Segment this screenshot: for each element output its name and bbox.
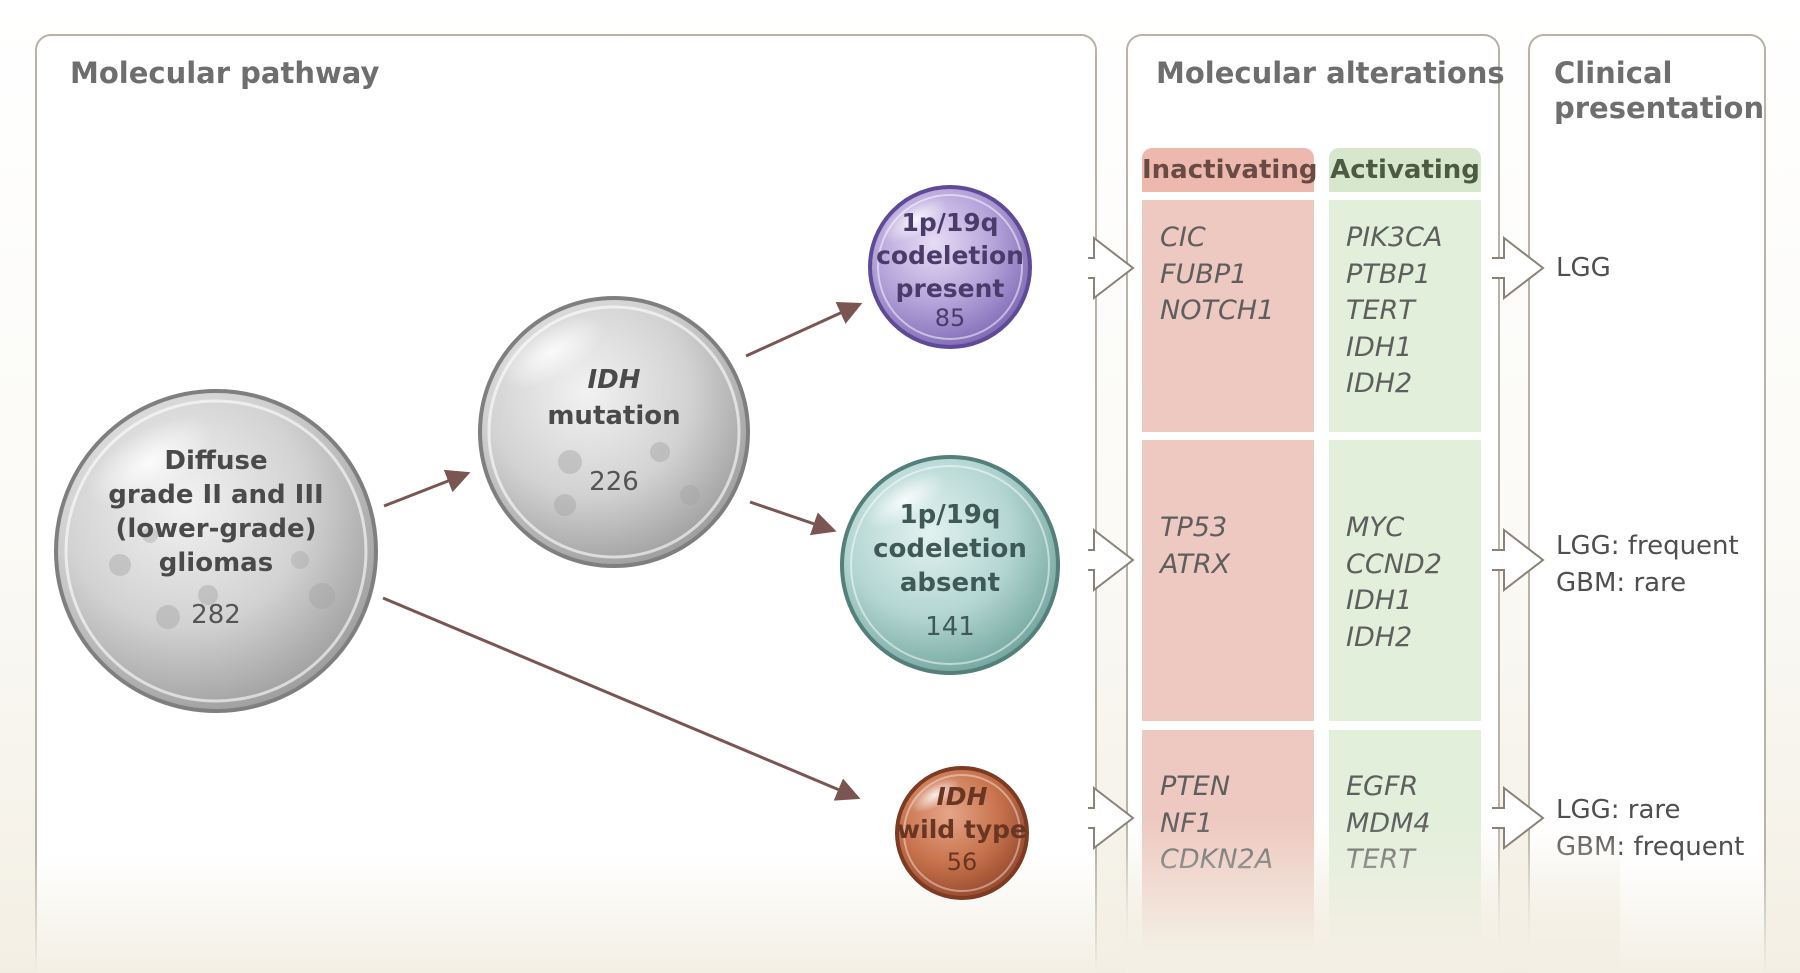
idh-mutation-count: 226 [589, 467, 639, 497]
codeletion-absent-count: 141 [925, 612, 975, 642]
diffuse-line3: (lower-grade) [115, 514, 317, 544]
activating-genes-2: MYC CCND2 IDH1 IDH2 [1346, 510, 1442, 656]
codeletion-present-line2: codeletion [876, 241, 1024, 270]
codeletion-absent-label: 1p/19q codeletion absent 141 [860, 498, 1040, 644]
inactivating-header: Inactivating [1142, 148, 1317, 192]
input-arrow-1 [1088, 235, 1135, 301]
gene: FUBP1 [1160, 258, 1248, 290]
inactivating-genes-2: TP53 ATRX [1160, 510, 1230, 583]
idh-mutation-label: IDH mutation 226 [514, 362, 714, 500]
clinical-text: LGG [1556, 253, 1611, 283]
diffuse-glioma-node [54, 389, 378, 713]
gene: PTBP1 [1346, 258, 1431, 290]
gene: PTEN [1160, 771, 1231, 802]
input-arrows [1088, 235, 1135, 851]
clinical-row-2: LGG: frequent GBM: rare [1556, 528, 1739, 602]
pathway-title: Molecular pathway [70, 56, 380, 90]
gene: IDH2 [1346, 621, 1413, 653]
gene: ATRX [1160, 548, 1231, 580]
clinical-title-line1: Clinical [1554, 56, 1673, 90]
clinical-title: Clinical presentation [1554, 56, 1764, 126]
inactivating-cell-2 [1142, 440, 1314, 721]
codeletion-present-line3: present [895, 274, 1005, 303]
idh-wild-type-count: 56 [946, 848, 978, 876]
codeletion-absent-node [840, 455, 1060, 675]
diffuse-line4: gliomas [158, 548, 274, 578]
idh-wild-type-label: IDH wild type 56 [892, 780, 1032, 879]
idh-mutation-line2: mutation [547, 401, 681, 431]
gene: EGFR [1346, 771, 1419, 802]
clinical-row-1: LGG [1556, 250, 1611, 287]
arrow-diffuse-to-idh [383, 469, 471, 508]
codeletion-present-line1: 1p/19q [901, 208, 999, 237]
codeletion-present-node [868, 185, 1032, 349]
idh-wild-type-line1: IDH [936, 782, 988, 811]
diffuse-label: Diffuse grade II and III (lower-grade) g… [96, 444, 336, 632]
gene: IDH1 [1346, 331, 1413, 363]
idh-wild-type-node [895, 766, 1029, 900]
activating-cell-2 [1329, 440, 1481, 721]
gene: CIC [1160, 222, 1206, 253]
activating-genes-1: PIK3CA PTBP1 TERT IDH1 IDH2 [1346, 220, 1442, 403]
clinical-title-line2: presentation [1554, 91, 1765, 125]
activating-cell-1 [1329, 200, 1481, 432]
gene: MYC [1346, 512, 1405, 543]
input-arrow-3 [1088, 785, 1135, 851]
diffuse-line2: grade II and III [108, 480, 324, 510]
activating-header: Activating [1329, 148, 1481, 192]
idh-wild-type-line2: wild type [897, 815, 1027, 844]
diffuse-line1: Diffuse [164, 446, 268, 476]
gene: PIK3CA [1346, 222, 1443, 253]
gene: TERT [1346, 295, 1415, 326]
output-arrow-2 [1492, 527, 1545, 593]
inactivating-genes-1: CIC FUBP1 NOTCH1 [1160, 220, 1274, 330]
arrow-idh-to-codel-absent [749, 500, 837, 536]
alterations-title: Molecular alterations [1156, 56, 1505, 90]
arrow-idh-to-codel-present [745, 302, 863, 358]
output-arrow-3 [1492, 785, 1545, 851]
gene: NOTCH1 [1160, 295, 1275, 326]
output-arrows [1492, 235, 1545, 851]
gene: TP53 [1160, 512, 1228, 543]
diffuse-count: 282 [191, 600, 241, 630]
clinical-text: GBM: rare [1556, 568, 1687, 598]
gene: IDH2 [1346, 368, 1413, 399]
clinical-text: LGG: frequent [1556, 531, 1739, 561]
codeletion-absent-line3: absent [899, 568, 1001, 598]
gene: CCND2 [1346, 548, 1442, 580]
input-arrow-2 [1088, 527, 1135, 593]
codeletion-absent-line2: codeletion [873, 534, 1027, 564]
arrow-diffuse-to-idh-wt [382, 596, 861, 801]
idh-mutation-line1: IDH [587, 365, 641, 395]
inactivating-cell-1 [1142, 200, 1314, 432]
idh-mutation-node [478, 296, 750, 568]
output-arrow-1 [1492, 235, 1545, 301]
gene: IDH1 [1346, 585, 1413, 616]
codeletion-absent-line1: 1p/19q [899, 500, 1001, 530]
codeletion-present-label: 1p/19q codeletion present 85 [870, 206, 1030, 331]
codeletion-present-count: 85 [934, 304, 966, 332]
